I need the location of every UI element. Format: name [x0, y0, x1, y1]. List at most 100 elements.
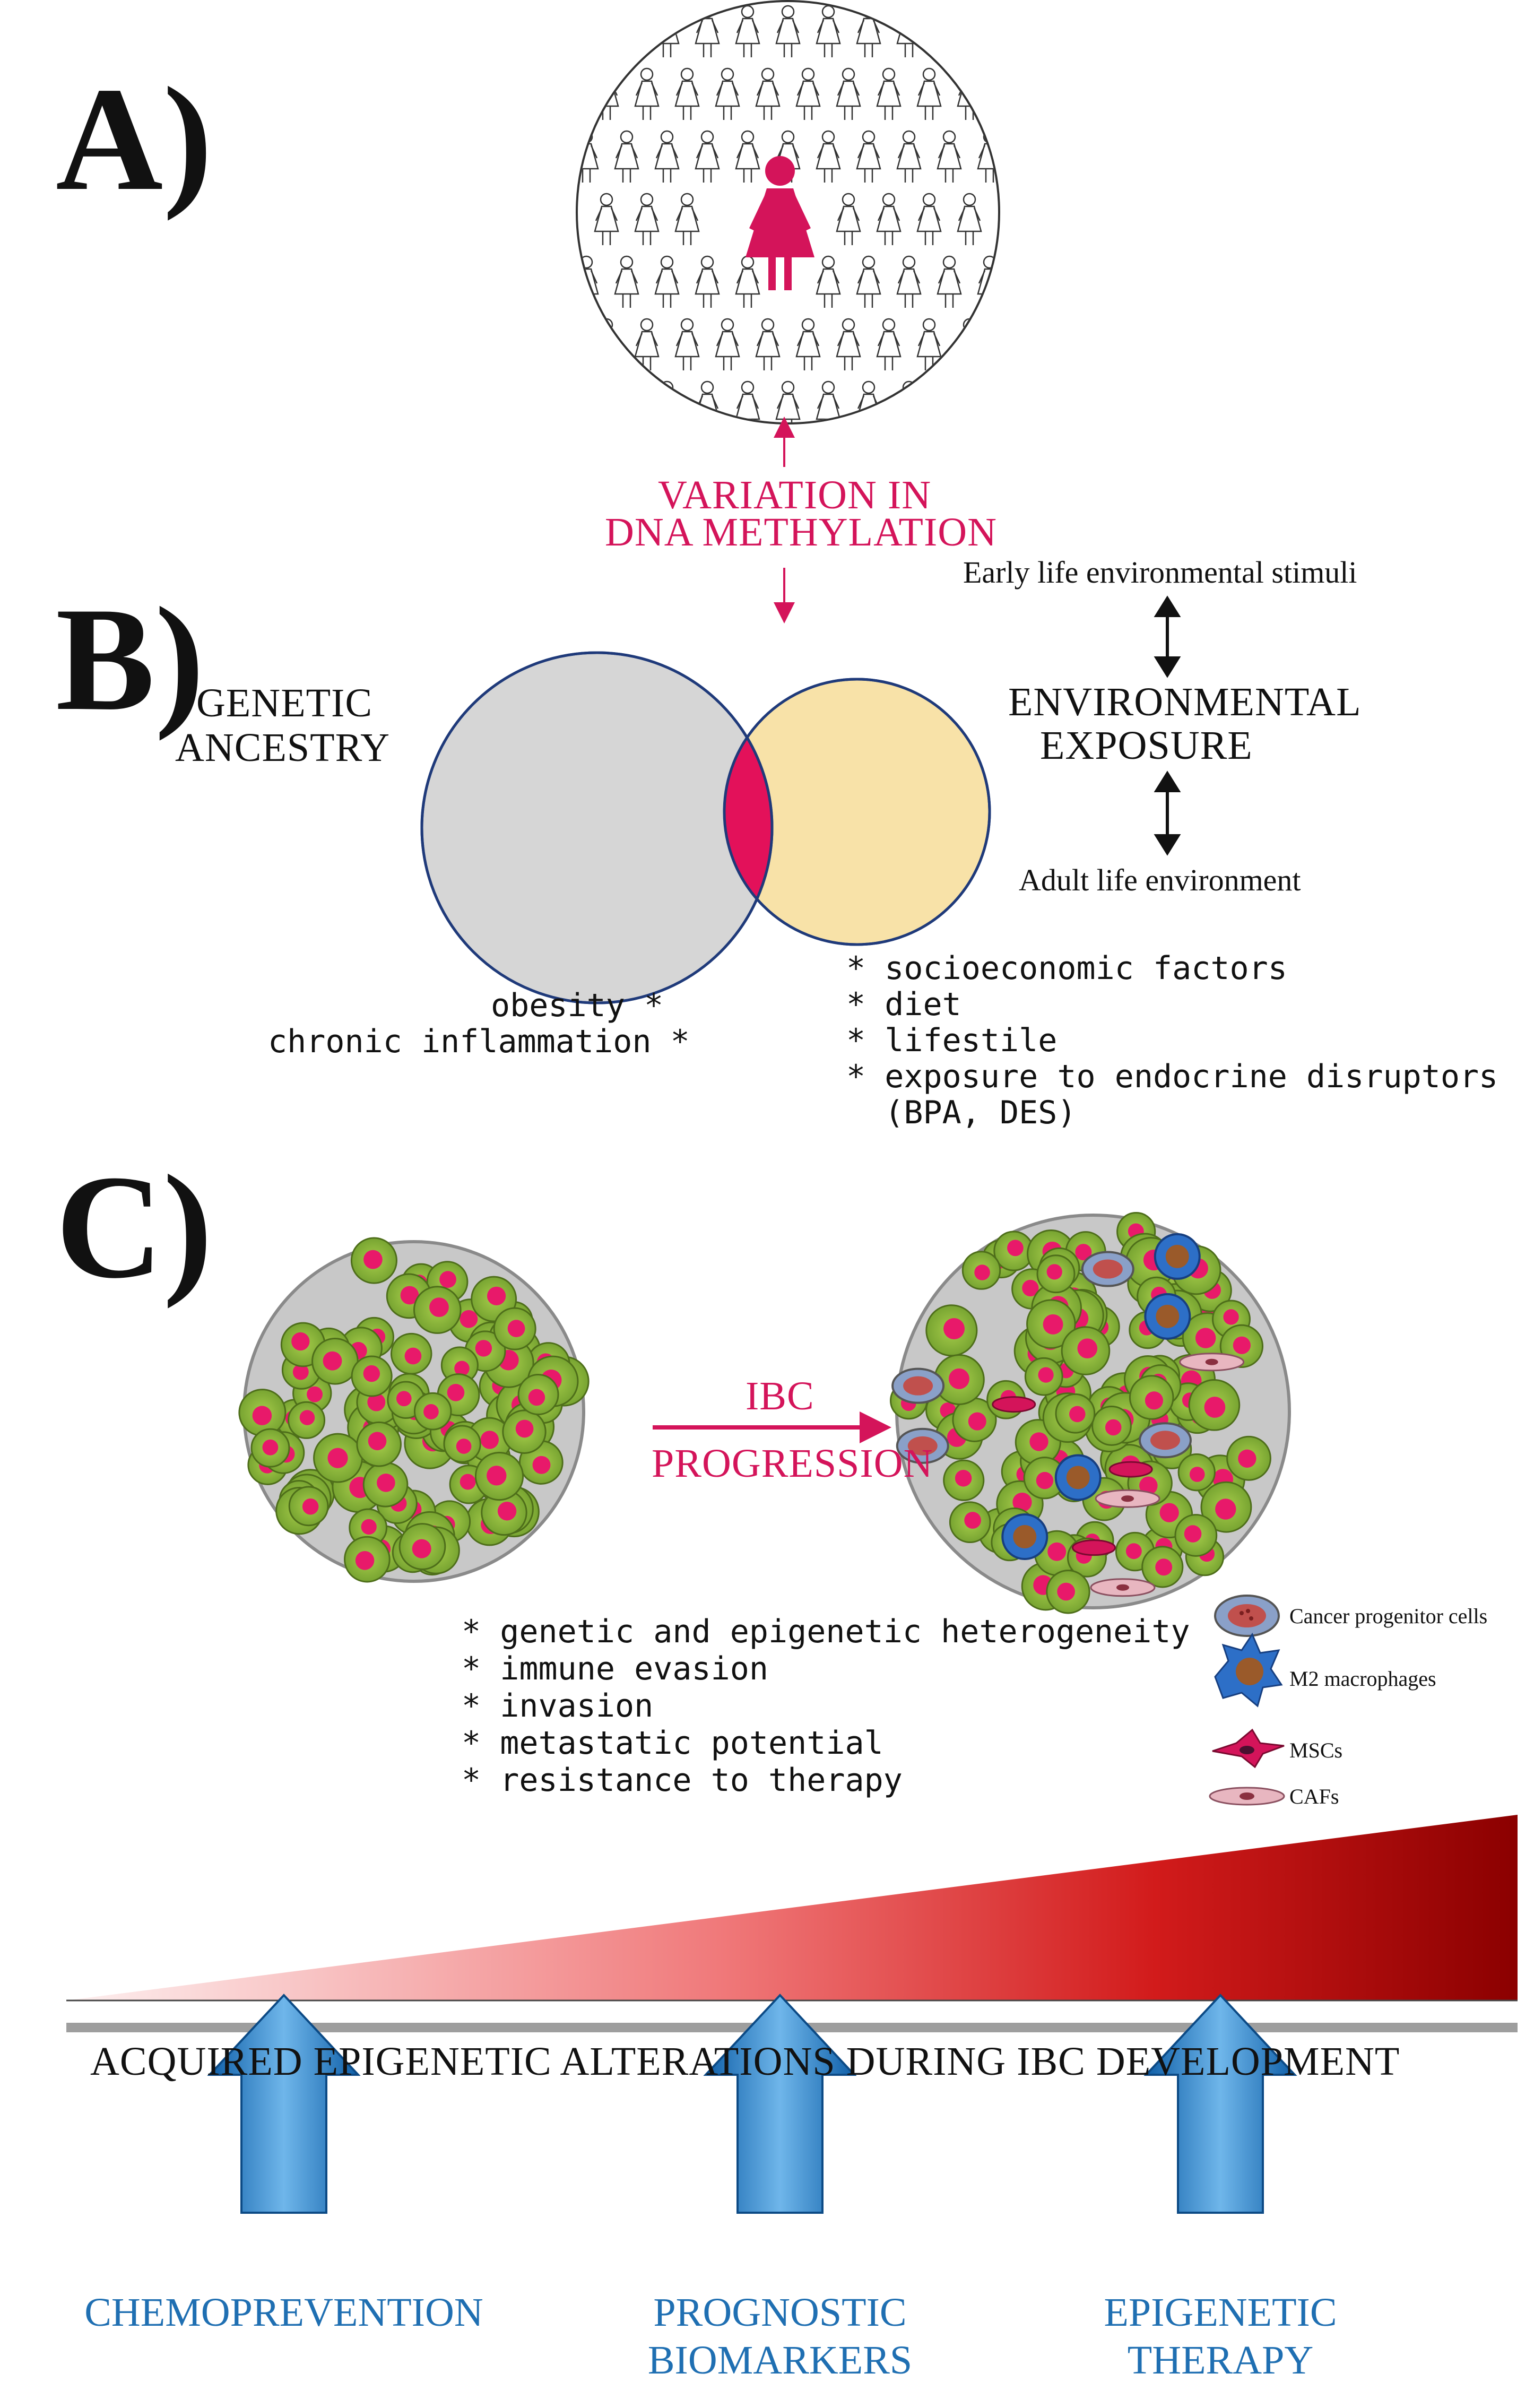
cell-nucleus — [1238, 1449, 1256, 1468]
cell-nucleus — [528, 1389, 545, 1406]
application-chemoprevention: CHEMOPREVENTION — [84, 2290, 483, 2335]
cell-nucleus — [1125, 1543, 1142, 1560]
woman-outline-icon — [997, 67, 998, 121]
cell-nucleus — [948, 1368, 969, 1389]
msc-cell — [1108, 1461, 1153, 1478]
cell-nucleus — [307, 1386, 323, 1402]
cell-nucleus — [423, 1404, 439, 1419]
cell-nucleus — [363, 1250, 383, 1269]
legend-m2-macrophages: M2 macrophages — [1289, 1667, 1436, 1691]
feature-resistance: * resistance to therapy — [462, 1762, 903, 1799]
cell-nucleus — [404, 1347, 422, 1365]
adult-life-double-arrow — [1154, 770, 1181, 856]
cell-nucleus — [1159, 1503, 1179, 1522]
cell-nucleus — [396, 1391, 412, 1407]
cell-nucleus — [943, 1318, 965, 1339]
feature-heterogeneity: * genetic and epigenetic heterogeneity — [462, 1613, 1190, 1650]
cell-nucleus — [454, 1361, 470, 1376]
feature-metastatic: * metastatic potential — [462, 1725, 883, 1762]
highlighted-woman-icon — [746, 156, 814, 290]
caf-legend-icon — [1209, 1787, 1285, 1806]
woman-outline-icon — [997, 193, 998, 246]
genetic-label-line2: ANCESTRY — [175, 725, 390, 770]
epigenetic-therapy-arrow-icon — [1143, 1994, 1297, 2214]
cell-nucleus — [377, 1474, 395, 1492]
cell-nucleus — [292, 1364, 309, 1380]
cell-nucleus — [497, 1501, 517, 1521]
cell-nucleus — [1139, 1476, 1158, 1495]
cell-nucleus — [252, 1406, 272, 1425]
cell-nucleus — [487, 1286, 506, 1305]
cell-nucleus — [367, 1393, 386, 1411]
woman-outline-icon — [614, 380, 639, 422]
msc-legend-icon — [1212, 1728, 1285, 1769]
woman-outline-icon — [977, 380, 998, 422]
cell-nucleus — [368, 1432, 387, 1451]
env-factor-socioeconomic: * socioeconomic factors — [846, 950, 1287, 987]
cell-nucleus — [515, 1419, 534, 1438]
cell-nucleus — [363, 1365, 380, 1382]
cell-nucleus — [456, 1439, 472, 1454]
env-factor-endocrine-examples: (BPA, DES) — [846, 1094, 1077, 1131]
cell-nucleus — [460, 1474, 476, 1490]
cell-nucleus — [1223, 1309, 1239, 1325]
feature-immune-evasion: * immune evasion — [462, 1650, 768, 1687]
woman-outline-icon — [937, 380, 962, 422]
cell-nucleus — [1077, 1338, 1098, 1359]
cell-nucleus — [532, 1456, 551, 1474]
panel-c-label: C) — [56, 1144, 213, 1309]
cell-nucleus — [1069, 1406, 1086, 1423]
woman-outline-icon — [578, 380, 599, 422]
woman-outline-icon — [977, 5, 998, 58]
cell-nucleus — [262, 1439, 279, 1456]
cell-nucleus — [974, 1264, 990, 1280]
legend-cafs: CAFs — [1289, 1785, 1339, 1808]
cell-nucleus — [1012, 1492, 1032, 1512]
cell-nucleus — [1047, 1542, 1067, 1561]
chemoprevention-arrow-icon — [207, 1994, 361, 2214]
cell-nucleus — [447, 1383, 465, 1401]
cell-nucleus — [299, 1410, 315, 1425]
cell-nucleus — [507, 1320, 525, 1338]
cell-nucleus — [412, 1539, 431, 1558]
cell-nucleus — [291, 1332, 310, 1351]
env-factor-endocrine: * exposure to endocrine disruptors — [846, 1058, 1498, 1095]
adult-life-label: Adult life environment — [1019, 863, 1301, 897]
cell-nucleus — [1036, 1471, 1054, 1489]
msc-cell — [992, 1396, 1036, 1413]
genetic-factor-inflammation: chronic inflammation * — [268, 1023, 690, 1060]
cell-nucleus — [429, 1297, 449, 1318]
cell-nucleus — [1075, 1244, 1092, 1261]
cell-nucleus — [302, 1498, 319, 1515]
cell-nucleus — [400, 1286, 419, 1305]
application-prognostic-line2: BIOMARKERS — [647, 2338, 913, 2383]
woman-outline-icon — [937, 5, 962, 58]
cell-nucleus — [1195, 1328, 1216, 1348]
progression-label-line1: IBC — [746, 1374, 814, 1418]
prognostic-biomarkers-arrow-icon — [703, 1994, 857, 2214]
cell-nucleus — [1189, 1467, 1205, 1482]
genetic-factor-obesity: obesity * — [491, 987, 664, 1024]
progression-arrow — [653, 1411, 891, 1443]
population-circle — [576, 0, 1000, 425]
genetic-label-line1: GENETIC — [196, 681, 373, 725]
cell-nucleus — [1029, 1432, 1048, 1451]
cell-nucleus — [480, 1431, 499, 1449]
environmental-label-line2: EXPOSURE — [1040, 723, 1253, 768]
cell-nucleus — [1105, 1419, 1122, 1436]
legend-cancer-progenitor: Cancer progenitor cells — [1289, 1604, 1488, 1628]
msc-cell — [1072, 1539, 1116, 1556]
panel-a-label: A) — [56, 56, 213, 221]
application-epigenetic-line1: EPIGENETIC — [1104, 2290, 1337, 2335]
cell-nucleus — [1145, 1391, 1164, 1410]
cell-nucleus — [1057, 1582, 1075, 1601]
cell-nucleus — [1233, 1336, 1251, 1354]
woman-outline-icon — [614, 5, 639, 58]
feature-invasion: * invasion — [462, 1687, 654, 1725]
cell-nucleus — [327, 1448, 348, 1468]
early-life-double-arrow — [1154, 595, 1181, 678]
cell-nucleus — [460, 1310, 478, 1328]
cell-nucleus — [487, 1466, 507, 1486]
env-factor-lifestyle: * lifestile — [846, 1022, 1058, 1059]
